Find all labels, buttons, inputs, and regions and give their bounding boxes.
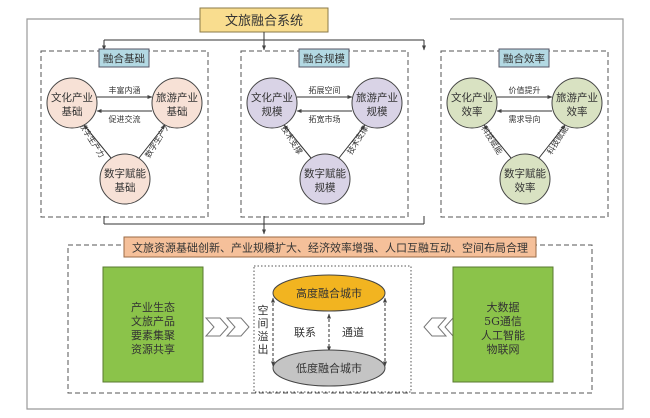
tourism-node-line-2: 基础	[167, 105, 188, 118]
bottom-arrow-label: 促进交流	[109, 114, 141, 124]
right-box-line-2: 5G通信	[484, 315, 522, 328]
culture-node-line-2: 规模	[262, 105, 283, 118]
tourism-node-line-2: 规模	[367, 105, 388, 118]
arrow-digital-to-culture	[283, 124, 312, 159]
right-box-line-4: 物联网	[487, 342, 520, 356]
digital-node-line-1: 数字赋能	[304, 167, 346, 180]
spatial-spillover-label: 空 间 溢 出	[258, 303, 269, 356]
digital-node-line-2: 效率	[515, 181, 536, 194]
low-city-label: 低度融合城市	[296, 361, 362, 375]
panel-basis: 融合基础丰富内涵促进交流数字生产力数字生产力文化产业基础旅游产业基础数字赋能基础	[40, 48, 209, 218]
city-fusion-box	[253, 265, 412, 393]
digital-node-line-2: 基础	[115, 181, 136, 194]
svg-text:溢: 溢	[258, 329, 269, 343]
outcome-text: 文旅资源基础创新、产业规模扩大、经济效率增强、人口互融互动、空间布局合理	[132, 241, 528, 255]
high-fusion-city: 高度融合城市	[272, 274, 386, 312]
panel-header-bg	[98, 48, 150, 68]
bottom-arrow-label: 需求导向	[509, 114, 541, 124]
right-arrow-label: 科技赋能	[545, 124, 570, 156]
arrow-digital-to-culture	[83, 124, 112, 159]
link-label: 联系	[294, 326, 316, 339]
culture-node-line-1: 文化产业	[451, 91, 493, 104]
right-arrow-label: 技术支撑	[345, 124, 370, 156]
panel-to-outcome-connectors	[103, 216, 425, 235]
culture-node-line-2: 基础	[62, 105, 83, 118]
system-title-box: 文旅融合系统	[199, 7, 329, 33]
outer-frame	[26, 18, 624, 410]
digital-node-line-2: 规模	[315, 181, 336, 194]
low-fusion-city: 低度融合城市	[272, 349, 386, 387]
digital-tech-box: 大数据 5G通信 人工智能 物联网	[452, 266, 554, 383]
arrow-digital-to-culture	[483, 124, 512, 159]
fusion-panels: 融合基础丰富内涵促进交流数字生产力数字生产力文化产业基础旅游产业基础数字赋能基础…	[40, 48, 609, 218]
tourism-node-line-1: 旅游产业	[356, 91, 398, 104]
culture-node-line-1: 文化产业	[251, 91, 293, 104]
double-chevron-right-icon	[204, 317, 250, 337]
title-connectors	[102, 32, 426, 51]
culture-node-line-1: 文化产业	[51, 91, 93, 104]
left-box-line-2: 文旅产品	[131, 314, 175, 328]
channel-label: 通道	[342, 325, 364, 339]
panel-scale: 融合规模拓展空间拓宽市场技术支撑技术支撑文化产业规模旅游产业规模数字赋能规模	[240, 48, 409, 218]
svg-text:空: 空	[258, 303, 269, 317]
panel-header: 融合基础	[103, 52, 145, 65]
digital-node-line-1: 数字赋能	[104, 167, 146, 180]
outcome-bar: 文旅资源基础创新、产业规模扩大、经济效率增强、人口互融互动、空间布局合理	[123, 236, 537, 258]
left-box-line-3: 要素集聚	[131, 328, 175, 342]
arrow-digital-to-tourism	[338, 124, 366, 159]
right-box-line-3: 人工智能	[481, 328, 525, 342]
high-city-label: 高度融合城市	[296, 286, 362, 300]
svg-text:出: 出	[258, 342, 269, 356]
system-title: 文旅融合系统	[225, 14, 303, 29]
tourism-node-line-1: 旅游产业	[556, 91, 598, 104]
right-box-line-1: 大数据	[487, 300, 520, 314]
top-arrow-label: 价值提升	[509, 85, 541, 95]
svg-text:间: 间	[258, 317, 269, 330]
left-arrow-label: 技术支撑	[279, 124, 304, 156]
left-box-line-1: 产业生态	[131, 300, 175, 314]
panel-header-bg	[498, 48, 550, 68]
top-arrow-label: 丰富内涵	[109, 85, 141, 95]
panel-header: 融合规模	[303, 52, 345, 65]
top-arrow-label: 拓展空间	[309, 85, 341, 95]
industry-elements-box: 产业生态 文旅产品 要素集聚 资源共享	[102, 266, 204, 383]
left-arrow-label: 科技赋能	[479, 124, 504, 156]
tourism-node-line-2: 效率	[567, 105, 588, 118]
arrow-digital-to-tourism	[538, 124, 566, 159]
spillover-arrows	[271, 297, 387, 367]
bottom-arrow-label: 拓宽市场	[309, 114, 341, 124]
panel-header: 融合效率	[503, 52, 545, 65]
arrow-digital-to-tourism	[138, 124, 166, 159]
panel-header-bg	[298, 48, 350, 68]
left-box-line-4: 资源共享	[131, 342, 175, 356]
panel-efficiency: 融合效率价值提升需求导向科技赋能科技赋能文化产业效率旅游产业效率数字赋能效率	[440, 48, 609, 218]
tourism-node-line-1: 旅游产业	[156, 91, 198, 104]
digital-node-line-1: 数字赋能	[504, 167, 546, 180]
culture-node-line-2: 效率	[462, 105, 483, 118]
